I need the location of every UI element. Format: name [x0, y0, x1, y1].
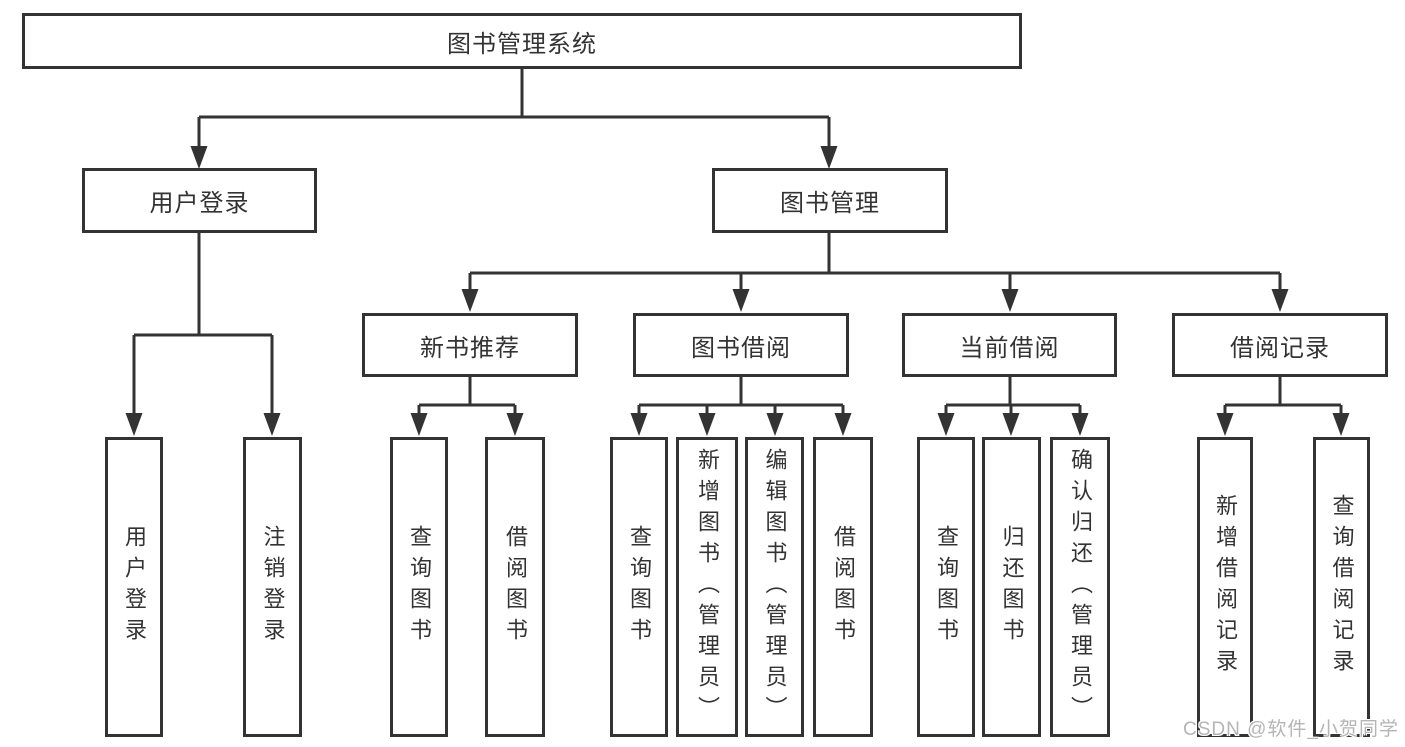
leaf-label: 查询图书: [934, 525, 959, 649]
leaf-label: 用户登录: [122, 525, 147, 649]
leaf-recommend-borrow-books: 借阅图书: [485, 437, 545, 737]
leaf-borrowing-edit-books-admin: 编辑图书（管理员）: [745, 437, 804, 737]
leaf-recommend-query-books: 查询图书: [390, 437, 448, 737]
leaf-label: 借阅图书: [503, 525, 528, 649]
node-label: 用户登录: [149, 190, 250, 217]
leaf-label: 编辑图书（管理员）: [762, 447, 788, 727]
leaf-label: 新增图书（管理员）: [695, 447, 720, 727]
node-label: 新书推荐: [420, 334, 520, 362]
leaf-records-query-record: 查询借阅记录: [1313, 437, 1370, 737]
leaf-label: 查询借阅记录: [1329, 494, 1355, 680]
node-label: 图书借阅: [691, 334, 791, 362]
leaf-label: 借阅图书: [831, 525, 856, 649]
node-label: 图书管理系统: [447, 30, 597, 58]
arrowhead-icons: [125, 146, 1350, 436]
node-label: 当前借阅: [959, 334, 1060, 362]
node-label: 借阅记录: [1230, 334, 1330, 362]
leaf-label: 确认归还（管理员）: [1068, 447, 1093, 727]
node-book-management: 图书管理: [712, 168, 948, 233]
node-book-borrowing: 图书借阅: [633, 313, 849, 377]
leaf-label: 归还图书: [999, 525, 1025, 649]
leaf-borrowing-add-books-admin: 新增图书（管理员）: [676, 437, 738, 737]
leaf-current-return-books: 归还图书: [982, 437, 1041, 737]
leaf-current-confirm-return-admin: 确认归还（管理员）: [1050, 437, 1110, 737]
leaf-borrowing-query-books: 查询图书: [610, 437, 668, 737]
node-user-login: 用户登录: [82, 168, 317, 233]
leaf-label: 查询图书: [407, 525, 432, 649]
leaf-user-login: 用户登录: [105, 437, 163, 737]
leaf-current-query-books: 查询图书: [917, 437, 975, 737]
leaf-borrowing-borrow-books: 借阅图书: [813, 437, 873, 737]
node-library-management-system: 图书管理系统: [22, 13, 1022, 69]
node-current-borrowing: 当前借阅: [902, 313, 1117, 377]
leaf-logout: 注销登录: [243, 437, 302, 737]
watermark: CSDN @软件_小贺同学: [1183, 719, 1399, 740]
tree-edges: [132, 68, 1343, 418]
leaf-label: 注销登录: [260, 525, 286, 649]
node-borrowing-records: 借阅记录: [1172, 313, 1388, 377]
leaf-records-add-record: 新增借阅记录: [1197, 437, 1253, 737]
node-new-book-recommend: 新书推荐: [362, 313, 578, 377]
node-label: 图书管理: [780, 190, 880, 217]
leaf-label: 查询图书: [627, 525, 652, 649]
leaf-label: 新增借阅记录: [1213, 494, 1238, 680]
